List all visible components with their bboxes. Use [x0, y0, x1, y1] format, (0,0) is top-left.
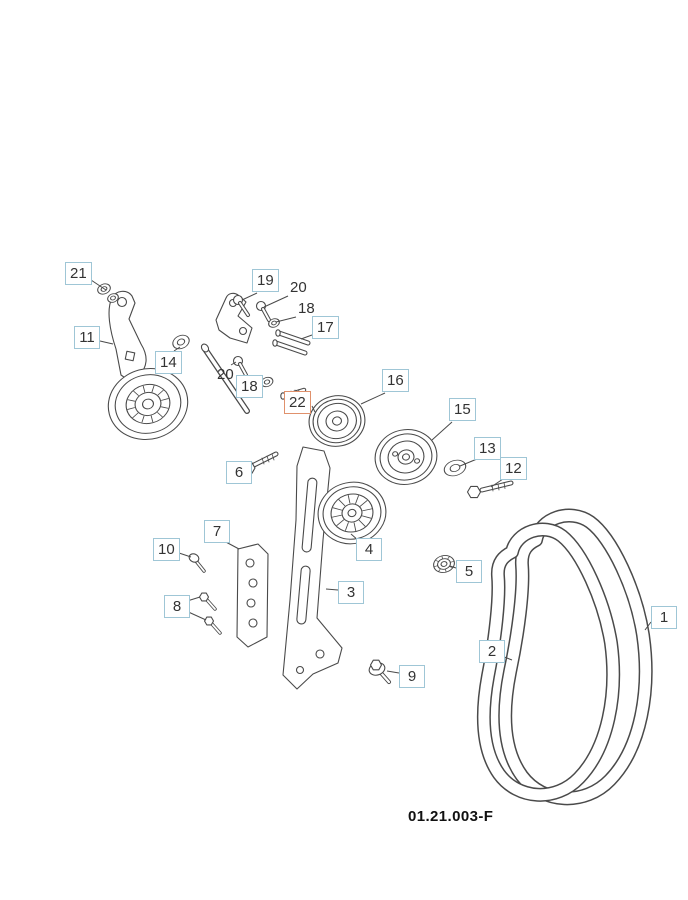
idler-arm-bracket-3	[282, 446, 343, 690]
callout-18[interactable]: 18	[236, 375, 263, 398]
bolt-12	[466, 480, 514, 499]
callout-4[interactable]: 4	[356, 538, 382, 561]
callout-15[interactable]: 15	[449, 398, 476, 421]
idler-pulley-4	[317, 481, 387, 545]
screw-8b	[203, 616, 222, 635]
callout-2[interactable]: 2	[479, 640, 505, 663]
callout-18[interactable]: 18	[298, 300, 315, 317]
callout-14[interactable]: 14	[155, 351, 182, 374]
tensioner-bracket-11	[108, 290, 147, 383]
callout-20[interactable]: 20	[217, 366, 234, 383]
washer-13	[443, 459, 467, 477]
callout-1[interactable]: 1	[651, 606, 677, 629]
bolt-19	[232, 294, 250, 317]
pulley-15	[374, 429, 438, 485]
callout-10[interactable]: 10	[153, 538, 180, 561]
callout-7[interactable]: 7	[204, 520, 230, 543]
callout-22[interactable]: 22	[284, 391, 311, 414]
mounting-plate-7	[236, 543, 269, 648]
callout-16[interactable]: 16	[382, 369, 409, 392]
screw-10	[188, 553, 206, 573]
callout-21[interactable]: 21	[65, 262, 92, 285]
diagram-code: 01.21.003-F	[408, 808, 494, 825]
washer-18-lower	[260, 376, 274, 388]
callout-5[interactable]: 5	[456, 560, 482, 583]
idler-pulley-16	[308, 395, 366, 447]
drive-belt-1	[498, 508, 653, 806]
screw-8a	[198, 592, 217, 611]
callout-9[interactable]: 9	[399, 665, 425, 688]
callout-20[interactable]: 20	[290, 279, 307, 296]
callout-13[interactable]: 13	[474, 437, 501, 460]
callout-8[interactable]: 8	[164, 595, 190, 618]
washer-14	[172, 334, 190, 350]
callout-6[interactable]: 6	[226, 461, 252, 484]
bolt-9	[368, 659, 391, 684]
pins-17	[272, 329, 311, 356]
callout-11[interactable]: 11	[74, 326, 100, 349]
carriage-bolt-20-upper	[255, 300, 271, 322]
callout-12[interactable]: 12	[500, 457, 527, 480]
drive-belt-2	[476, 522, 621, 802]
axle-rod	[200, 343, 250, 414]
engine-pulley	[107, 367, 189, 441]
callout-3[interactable]: 3	[338, 581, 364, 604]
idler-pulley-4-spokes	[331, 494, 373, 532]
callout-17[interactable]: 17	[312, 316, 339, 339]
callout-19[interactable]: 19	[252, 269, 279, 292]
engine-pulley-spokes	[127, 385, 169, 423]
flange-nut-5	[433, 554, 455, 574]
